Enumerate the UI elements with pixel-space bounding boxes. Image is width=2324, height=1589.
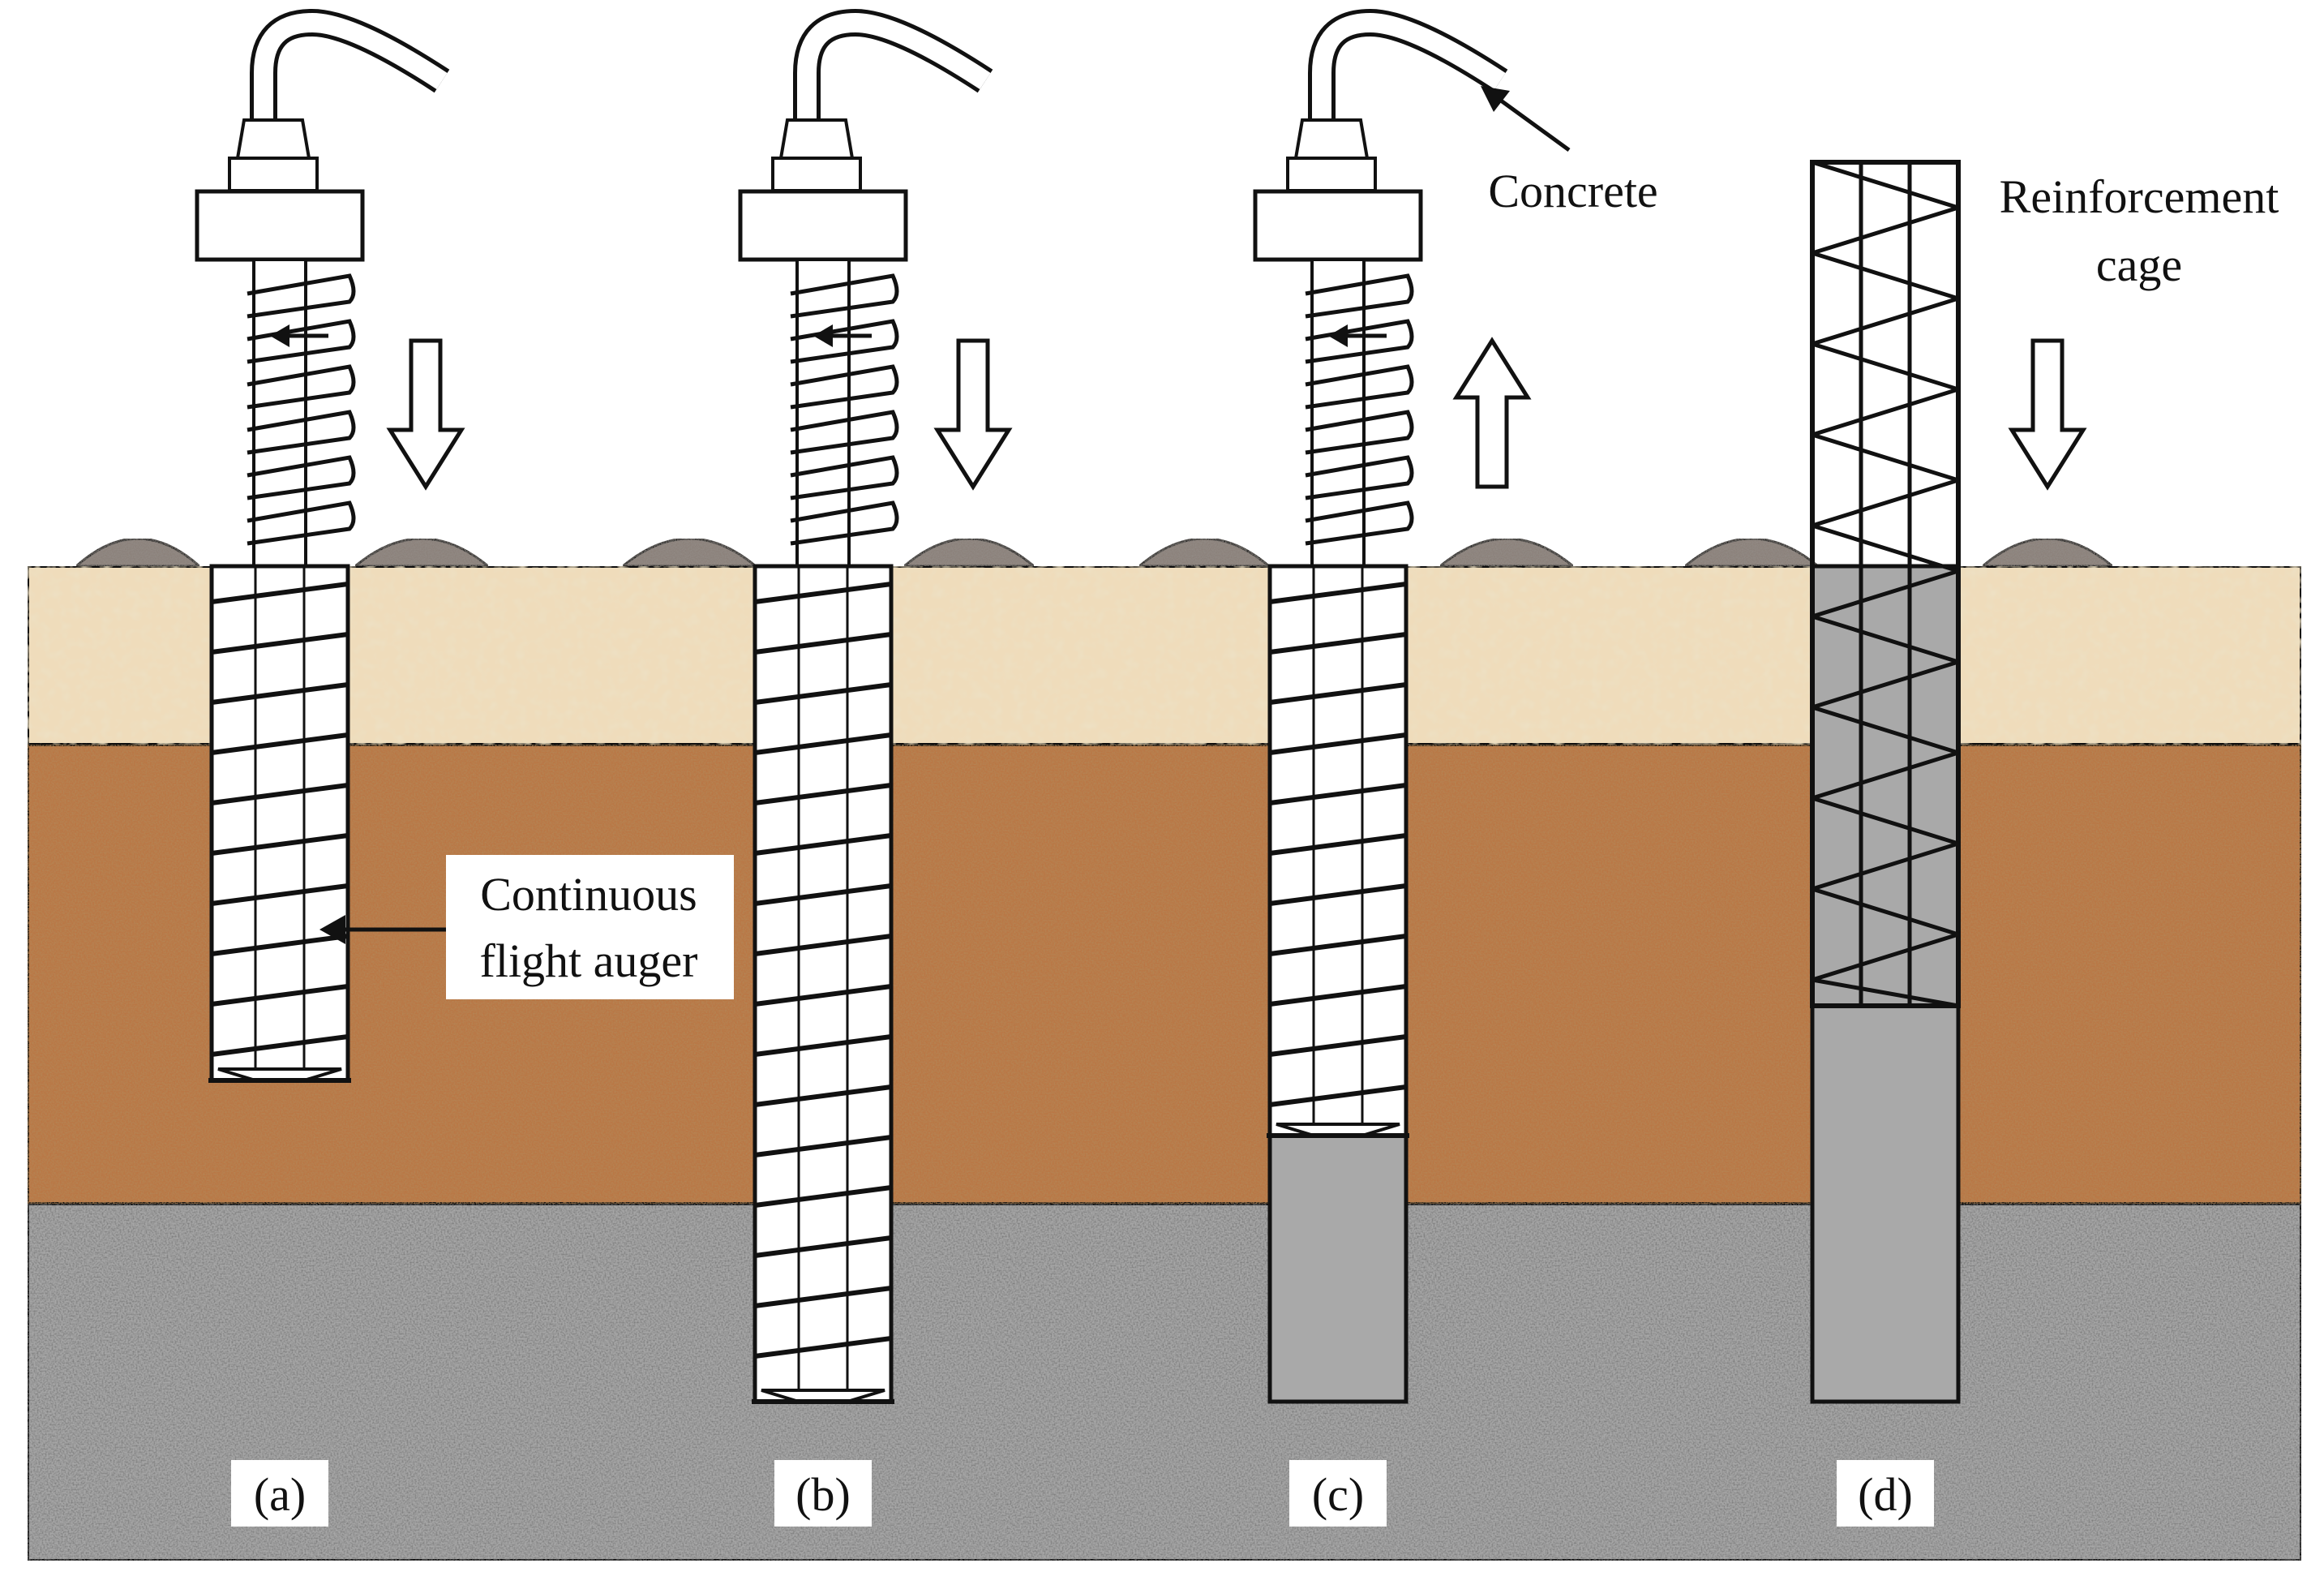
arrow-down-icon [2008, 338, 2087, 491]
auger-label-line1: Continuous [480, 868, 697, 921]
panel-a: (a) [195, 8, 450, 1527]
auger-flight-in-ground [754, 582, 892, 1359]
auger-flight-above-ground [790, 273, 899, 546]
panel-d: (d) [1810, 160, 1961, 1527]
panel-label: (d) [1858, 1468, 1913, 1521]
panel-label: (a) [254, 1468, 306, 1521]
spoil-mound-icon [1979, 537, 2116, 568]
panel-label-box [1289, 1460, 1387, 1527]
spoil-mound-icon [619, 537, 760, 568]
rotation-arrow-icon [270, 324, 289, 347]
auger-label-line2: flight auger [480, 934, 698, 987]
panel-label: (b) [795, 1468, 851, 1521]
auger-flight-in-ground [211, 582, 349, 1057]
spoil-mound-icon [1135, 537, 1273, 568]
hose-collar [771, 157, 862, 192]
panel-c: (c) [1253, 8, 1508, 1527]
drive-head [195, 189, 365, 262]
concrete-label: Concrete [1488, 165, 1657, 217]
annotations: Continuous flight auger Concrete Reinfor… [319, 86, 2279, 999]
panel-label-box [1837, 1460, 1934, 1527]
auger-flight-above-ground [247, 273, 356, 546]
panels: (a) (b) (c) (d) [195, 8, 1961, 1527]
concrete-hose-interior [254, 12, 448, 120]
spoil-mound-icon [1681, 537, 1822, 568]
panel-b: (b) [738, 8, 993, 1527]
arrow-down-icon [933, 338, 1013, 491]
auger-body [753, 564, 894, 1404]
concrete-pile [1267, 1133, 1409, 1404]
arrow-up-icon [1452, 337, 1532, 489]
hose-collar [1286, 157, 1377, 192]
auger-flight-in-ground [1269, 582, 1407, 1107]
drive-head [738, 189, 908, 262]
panel-label-box [774, 1460, 872, 1527]
rotation-arrow-icon [813, 324, 833, 347]
auger-flight-above-ground [1305, 273, 1414, 546]
spoil-mound-icon [900, 537, 1038, 568]
concrete-pointer-line [1490, 92, 1571, 152]
drive-head [1253, 189, 1423, 262]
cage-spiral [1812, 160, 1959, 1008]
hose-connector [1293, 118, 1370, 160]
arrow-down-icon [386, 338, 465, 491]
concrete-hose-interior [797, 12, 991, 120]
hose-connector [235, 118, 311, 160]
movement-arrows [386, 337, 2087, 491]
spoil-mounds [73, 537, 2116, 568]
panel-label-box [231, 1460, 328, 1527]
hose-collar [228, 157, 319, 192]
cage-label-line1: Reinforcement [2000, 170, 2279, 223]
auger-pointer-arrowhead-icon [319, 915, 345, 944]
cage-label-line2: cage [2096, 238, 2182, 291]
spoil-mound-icon [1436, 537, 1577, 568]
concrete-pointer-arrowhead-icon [1481, 86, 1510, 112]
auger-label-box [446, 855, 734, 999]
concrete-hose-interior [1312, 12, 1506, 120]
spoil-mound-icon [73, 537, 203, 568]
hose-connector [778, 118, 855, 160]
rotation-arrow-icon [1328, 324, 1348, 347]
spoil-mound-icon [351, 537, 492, 568]
panel-label: (c) [1312, 1468, 1364, 1521]
